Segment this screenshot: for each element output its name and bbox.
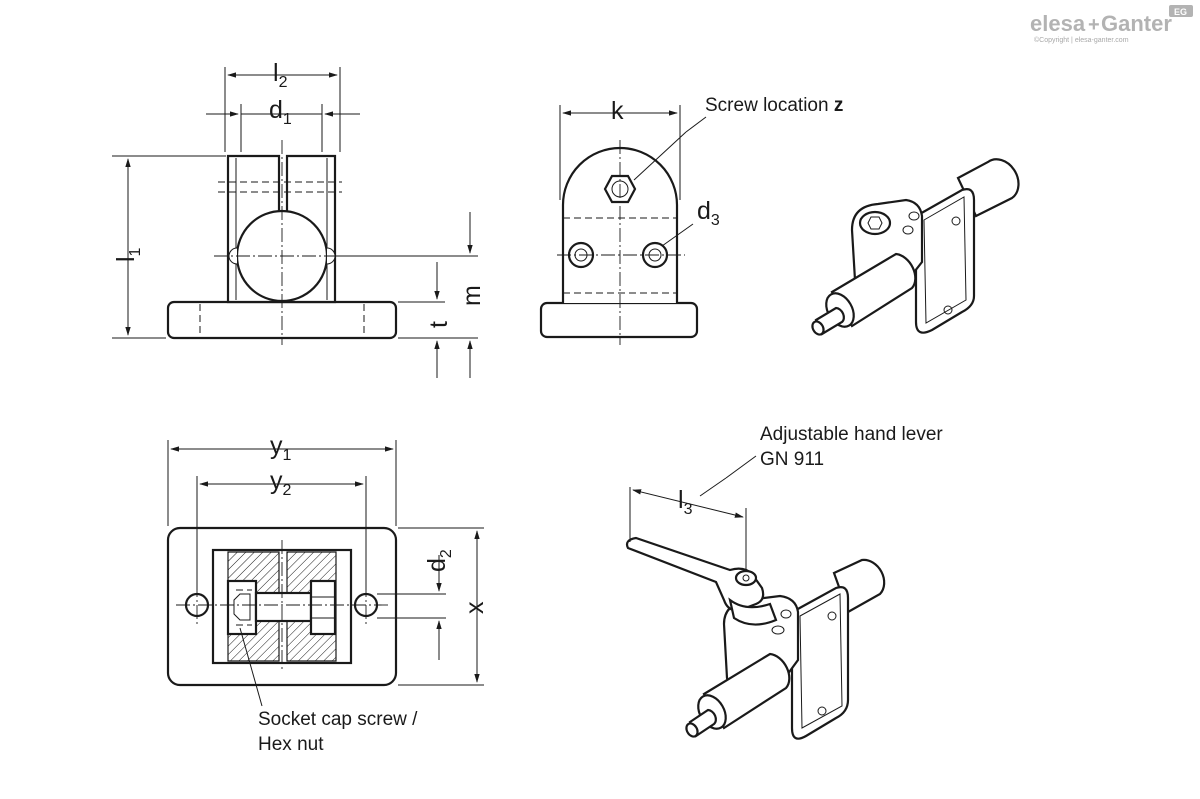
brand-copyright: ©Copyright | elesa-ganter.com — [1034, 36, 1129, 44]
dim-d2-label: d2 — [423, 549, 455, 572]
iso2-lever-screw-icon — [734, 569, 758, 587]
dim-l2-label: l2 — [273, 59, 288, 91]
dim-x-label: x — [461, 601, 489, 614]
dim-l1-label: l1 — [112, 247, 144, 262]
dim-m-label: m — [458, 285, 486, 306]
brand-name-part1: elesa — [1030, 11, 1086, 36]
plan-view: y1 y2 x d2 Socket cap screw / Hex nut — [166, 432, 489, 755]
socket-cap-screw-callout: Socket cap screw / — [258, 709, 418, 730]
hand-lever-model-callout: GN 911 — [760, 449, 824, 470]
hex-nut-callout: Hex nut — [258, 734, 324, 755]
side-base-plate — [539, 301, 699, 339]
brand-badge-icon — [1169, 5, 1193, 17]
brand-badge: EG — [1174, 7, 1187, 17]
dim-d1-label: d1 — [269, 96, 292, 128]
brand-plus: + — [1088, 14, 1100, 36]
isometric-view-assembly — [811, 158, 1020, 336]
side-view: k Screw location z d3 — [539, 95, 843, 345]
plan-socket-cap-screw — [226, 579, 258, 636]
hand-lever-callout: Adjustable hand lever — [760, 424, 943, 445]
dim-y2-label: y2 — [270, 467, 292, 499]
dim-y1-label: y1 — [270, 432, 292, 464]
isometric-view-hand-lever: l3 Adjustable hand lever GN 911 — [625, 424, 943, 740]
dim-l3-label: l3 — [678, 486, 693, 518]
brand-name-part2: Ganter — [1101, 11, 1172, 36]
brand-logo: elesa + Ganter EG ©Copyright | elesa-gan… — [1030, 5, 1193, 44]
dim-t-label: t — [425, 321, 453, 328]
iso2-tube — [702, 652, 791, 730]
plan-hex-nut — [309, 579, 337, 636]
front-view: l2 d1 l1 t m — [112, 59, 486, 378]
dim-k-label: k — [611, 97, 624, 125]
screw-location-callout: Screw location z — [705, 95, 843, 116]
dim-d3-label: d3 — [697, 197, 720, 229]
